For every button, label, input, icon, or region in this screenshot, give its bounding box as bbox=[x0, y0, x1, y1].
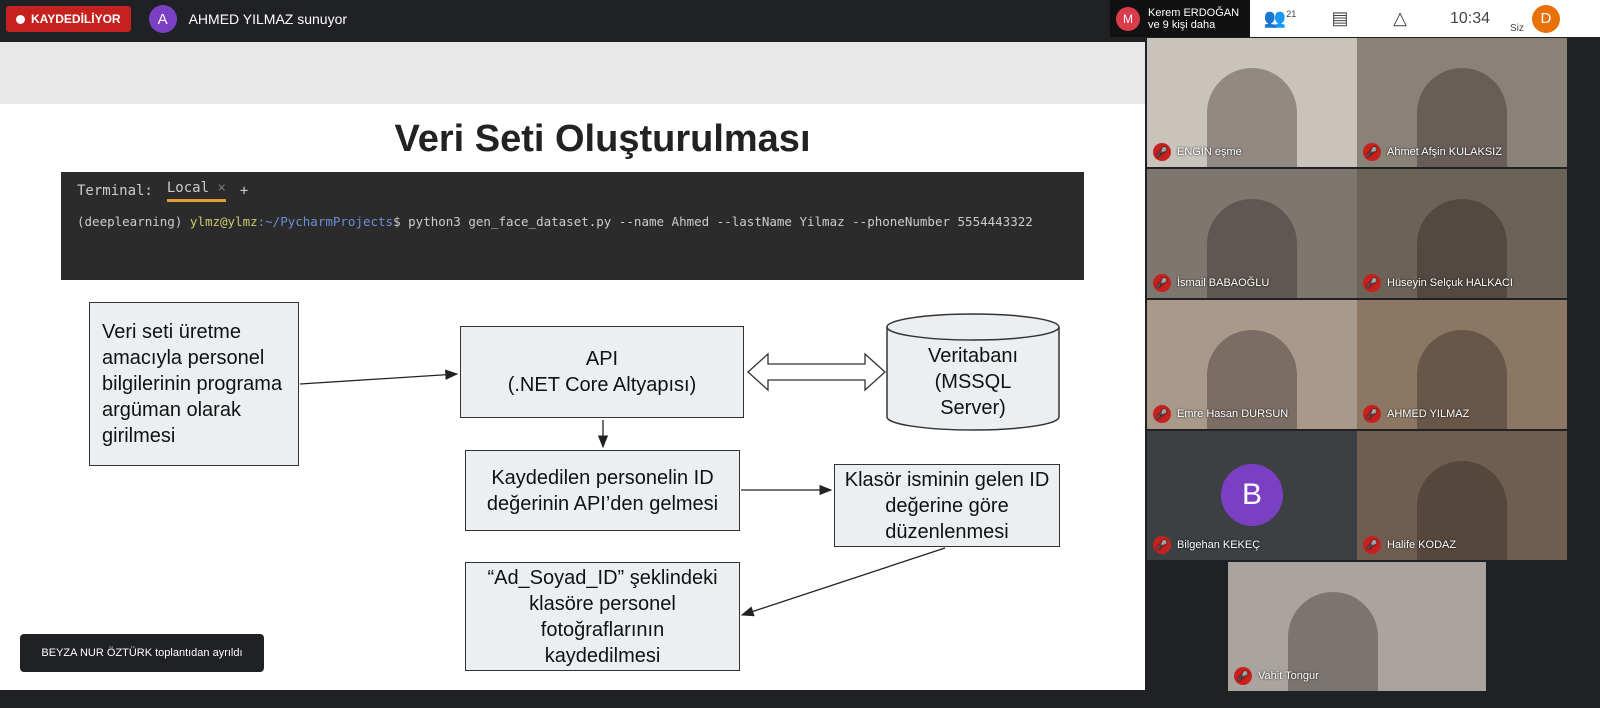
activities-icon[interactable]: △ bbox=[1393, 8, 1407, 28]
participant-video bbox=[1417, 461, 1507, 560]
participant-tile[interactable]: 🎤 Vahit Tongur bbox=[1228, 562, 1486, 691]
participant-tile[interactable]: B 🎤 Bilgehan KEKEÇ bbox=[1147, 431, 1357, 560]
slide-title: Veri Seti Oluşturulması bbox=[394, 118, 811, 160]
recording-label: KAYDEDİLİYOR bbox=[31, 12, 121, 26]
arrow-input-to-api bbox=[299, 369, 459, 385]
participant-name: Hüseyin Selçuk HALKACI bbox=[1387, 277, 1513, 289]
participant-tile[interactable]: 🎤 ENGİN eşme bbox=[1147, 38, 1357, 167]
participant-name: Ahmet Afşin KULAKSIZ bbox=[1387, 146, 1502, 158]
prompt-path: :~/PycharmProjects bbox=[257, 214, 394, 229]
mic-off-icon: 🎤 bbox=[1363, 405, 1381, 423]
box-input-args: Veri seti üretme amacıyla personel bilgi… bbox=[89, 302, 299, 466]
arrow-folder-to-save bbox=[740, 547, 946, 617]
participant-video bbox=[1207, 68, 1297, 167]
participant-tile[interactable]: 🎤 Hüseyin Selçuk HALKACI bbox=[1357, 169, 1567, 298]
slide-header-band bbox=[0, 42, 1145, 104]
participant-tile[interactable]: 🎤 AHMED YILMAZ bbox=[1357, 300, 1567, 429]
participant-video bbox=[1207, 199, 1297, 298]
notify-line1: Kerem ERDOĞAN bbox=[1148, 6, 1240, 19]
participant-video bbox=[1417, 330, 1507, 429]
participant-video bbox=[1417, 199, 1507, 298]
add-icon: + bbox=[239, 183, 249, 199]
db-label: Veritabanı (MSSQL Server) bbox=[927, 345, 1019, 419]
terminal-screenshot: Terminal: Local × + (deeplearning) ylmz@yl… bbox=[61, 172, 1084, 280]
participant-tile[interactable]: 🎤 Emre Hasan DURSUN bbox=[1147, 300, 1357, 429]
record-dot-icon bbox=[16, 14, 25, 24]
participant-tile[interactable]: 🎤 İsmail BABAOĞLU bbox=[1147, 169, 1357, 298]
left-meeting-toast: BEYZA NUR ÖZTÜRK toplantıdan ayrıldı bbox=[20, 634, 264, 672]
chat-icon[interactable]: ▤ bbox=[1331, 8, 1349, 28]
terminal-label: Terminal: bbox=[77, 183, 153, 199]
terminal-command-line: (deeplearning) ylmz@ylmz:~/PycharmProjec… bbox=[61, 210, 1084, 233]
presenter-avatar: A bbox=[148, 5, 177, 33]
participant-name: Bilgehan KEKEÇ bbox=[1177, 539, 1261, 551]
participant-video bbox=[1288, 592, 1378, 691]
self-label: Siz bbox=[1510, 23, 1524, 34]
participant-video bbox=[1417, 68, 1507, 167]
people-count: 21 bbox=[1286, 9, 1297, 19]
participant-tile[interactable]: 🎤 Halife KODAZ bbox=[1357, 431, 1567, 560]
participant-name: Emre Hasan DURSUN bbox=[1177, 408, 1289, 420]
close-icon: × bbox=[217, 180, 226, 196]
participant-avatar: B bbox=[1221, 464, 1283, 526]
mic-off-icon: 🎤 bbox=[1234, 667, 1252, 685]
presentation-slide: Veri Seti Oluşturulması Terminal: Local ×… bbox=[0, 42, 1145, 690]
top-bar: KAYDEDİLİYOR A AHMED YILMAZ sunuyor bbox=[0, 0, 1145, 38]
mic-off-icon: 🎤 bbox=[1153, 143, 1171, 161]
box-id-from-api: Kaydedilen personelin ID değerinin API’d… bbox=[465, 450, 740, 531]
mic-off-icon: 🎤 bbox=[1363, 274, 1381, 292]
mic-off-icon: 🎤 bbox=[1153, 274, 1171, 292]
mic-off-icon: 🎤 bbox=[1363, 536, 1381, 554]
box-api: API (.NET Core Altyapısı) bbox=[460, 326, 744, 418]
prompt-env: (deeplearning) bbox=[77, 214, 183, 229]
clock: 10:34 bbox=[1449, 9, 1491, 27]
participant-name: ENGİN eşme bbox=[1177, 146, 1242, 158]
recording-badge: KAYDEDİLİYOR bbox=[6, 6, 131, 32]
participant-name: Halife KODAZ bbox=[1387, 539, 1457, 551]
self-avatar[interactable]: D bbox=[1531, 4, 1560, 33]
prompt-user: ylmz@ylmz bbox=[189, 214, 258, 229]
box-folder-name: Klasör isminin gelen ID değerine göre dü… bbox=[834, 464, 1060, 547]
participant-name: AHMED YILMAZ bbox=[1387, 408, 1470, 420]
tab-label: Local bbox=[166, 180, 210, 196]
mic-off-icon: 🎤 bbox=[1363, 143, 1381, 161]
box-save-photos: “Ad_Soyad_ID” şeklindeki klasöre persone… bbox=[465, 562, 740, 671]
double-arrow-api-db bbox=[747, 352, 886, 392]
terminal-tab-local: Local × bbox=[166, 180, 226, 202]
presenter-text: AHMED YILMAZ sunuyor bbox=[188, 11, 348, 27]
meeting-controls: 👥21 ▤ △ 10:34 Siz D bbox=[1250, 0, 1600, 37]
database-cylinder-icon bbox=[886, 313, 1060, 431]
notify-line2: ve 9 kişi daha bbox=[1148, 18, 1216, 31]
people-button[interactable]: 👥21 bbox=[1263, 8, 1297, 28]
participant-video bbox=[1207, 330, 1297, 429]
notify-avatar: M bbox=[1116, 6, 1140, 31]
diagram-connectors bbox=[299, 313, 1060, 617]
participant-name: İsmail BABAOĞLU bbox=[1177, 277, 1270, 289]
presenter-info: A AHMED YILMAZ sunuyor bbox=[148, 5, 348, 33]
mic-off-icon: 🎤 bbox=[1153, 536, 1171, 554]
participant-tile[interactable]: 🎤 Ahmet Afşin KULAKSIZ bbox=[1357, 38, 1567, 167]
participant-name: Vahit Tongur bbox=[1258, 670, 1319, 682]
mic-off-icon: 🎤 bbox=[1153, 405, 1171, 423]
command-text: $ python3 gen_face_dataset.py --name Ahm… bbox=[393, 214, 1033, 229]
